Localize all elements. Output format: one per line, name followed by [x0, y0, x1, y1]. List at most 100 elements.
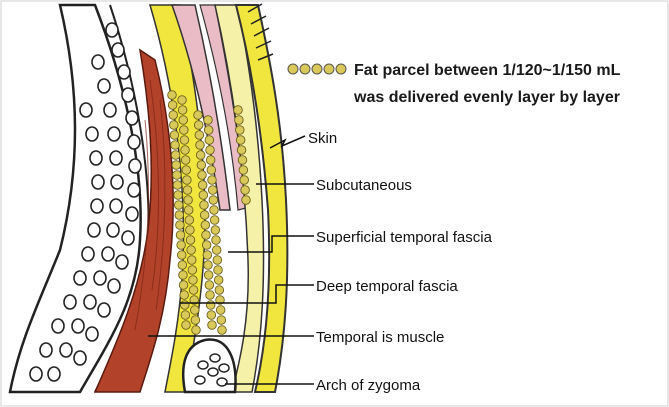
fat-parcel: [178, 106, 187, 115]
fat-parcel: [198, 181, 207, 190]
fat-parcel: [168, 91, 177, 100]
fat-parcel: [176, 221, 185, 230]
label-zygoma: Arch of zygoma: [316, 377, 421, 394]
bone-hole: [82, 247, 94, 261]
legend-line-2: was delivered evenly layer by layer: [353, 89, 620, 106]
fat-parcel: [181, 146, 190, 155]
fat-parcel: [174, 201, 183, 210]
fat-parcel: [187, 246, 196, 255]
bone-hole: [111, 175, 123, 189]
fat-parcel: [192, 326, 201, 335]
bone-hole: [126, 111, 138, 125]
bone-hole: [86, 127, 98, 141]
fat-parcel: [169, 111, 178, 120]
bone-hole: [108, 279, 120, 293]
fat-parcel: [172, 161, 181, 170]
fat-parcel: [181, 156, 190, 165]
fat-parcel: [214, 276, 223, 285]
bone-hole: [110, 151, 122, 165]
fat-parcel: [209, 196, 218, 205]
fat-parcel: [180, 291, 189, 300]
fat-parcel: [239, 166, 248, 175]
fat-parcel: [186, 226, 195, 235]
fat-parcel: [179, 116, 188, 125]
bone-hole: [122, 231, 134, 245]
fat-parcel: [174, 191, 183, 200]
fat-parcel: [237, 146, 246, 155]
fat-parcel: [207, 311, 216, 320]
fat-parcel: [205, 136, 214, 145]
fat-parcel: [191, 316, 200, 325]
fat-parcel: [216, 306, 225, 315]
fat-parcel: [186, 236, 195, 245]
fat-parcel: [180, 301, 189, 310]
fat-parcel: [198, 171, 207, 180]
fat-parcel: [201, 221, 210, 230]
bone-hole: [98, 79, 110, 93]
fat-parcel: [199, 191, 208, 200]
label-muscle: Temporal is muscle: [316, 329, 444, 346]
fat-parcel: [196, 141, 205, 150]
bone-hole: [92, 55, 104, 69]
fat-parcel: [197, 161, 206, 170]
bone-hole: [91, 199, 103, 213]
bone-hole: [88, 223, 100, 237]
bone-hole: [52, 319, 64, 333]
label-subcutaneous: Subcutaneous: [316, 177, 412, 194]
fat-parcel: [217, 316, 226, 325]
fat-parcel: [207, 166, 216, 175]
bone-hole: [84, 295, 96, 309]
fat-parcel: [168, 101, 177, 110]
fat-parcel: [171, 151, 180, 160]
fat-parcel: [204, 271, 213, 280]
fat-parcel: [208, 186, 217, 195]
bone-hole: [128, 183, 140, 197]
fat-parcel: [204, 126, 213, 135]
fat-parcel: [210, 216, 219, 225]
bone-hole: [90, 151, 102, 165]
fat-parcel: [190, 306, 199, 315]
fat-parcel: [210, 206, 219, 215]
fat-parcel: [171, 141, 180, 150]
fat-parcel: [206, 156, 215, 165]
fat-parcel: [175, 211, 184, 220]
fat-parcel: [187, 256, 196, 265]
fat-parcel: [214, 266, 223, 275]
fat-parcel: [183, 176, 192, 185]
fat-parcel: [215, 286, 224, 295]
fat-parcel: [236, 136, 245, 145]
fat-parcel: [235, 116, 244, 125]
bone-hole: [107, 223, 119, 237]
fat-parcel: [173, 171, 182, 180]
bone-hole: [128, 135, 140, 149]
fat-parcel: [173, 181, 182, 190]
bone-hole: [118, 65, 130, 79]
fat-parcel: [218, 326, 227, 335]
fat-parcel: [195, 131, 204, 140]
bone-hole: [48, 367, 60, 381]
bone-hole: [94, 271, 106, 285]
fat-parcel: [184, 206, 193, 215]
fat-parcel: [202, 231, 211, 240]
fat-parcel: [179, 271, 188, 280]
fat-parcel: [212, 246, 221, 255]
bone-hole: [116, 255, 128, 269]
bone-hole: [122, 88, 134, 102]
fat-parcel: [206, 291, 215, 300]
fat-parcel: [235, 126, 244, 135]
fat-parcel: [189, 286, 198, 295]
fat-parcel: [180, 126, 189, 135]
fat-parcel: [194, 121, 203, 130]
fat-parcel: [180, 136, 189, 145]
label-superficial-fascia: Superficial temporal fascia: [316, 229, 493, 246]
fat-parcel: [213, 256, 222, 265]
fat-parcel: [179, 281, 188, 290]
fat-parcel: [170, 131, 179, 140]
bone-hole: [30, 367, 42, 381]
fat-parcel: [176, 231, 185, 240]
fat-parcel: [188, 266, 197, 275]
fat-parcel: [206, 146, 215, 155]
bone-hole: [102, 247, 114, 261]
fat-parcel: [242, 196, 251, 205]
